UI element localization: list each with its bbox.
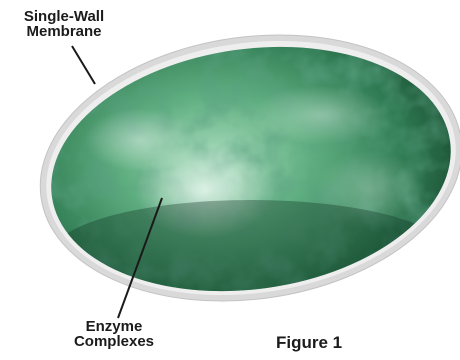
membrane-label: Single-Wall Membrane [0,9,128,39]
membrane-leader-line [72,46,95,84]
membrane-label-line-1: Single-Wall [0,9,128,24]
figure-caption: Figure 1 [276,333,342,353]
organelle-body [40,30,460,320]
enzyme-label: Enzyme Complexes [51,319,177,349]
enzyme-label-line-2: Complexes [51,334,177,349]
enzyme-label-line-1: Enzyme [51,319,177,334]
membrane-label-line-2: Membrane [0,24,128,39]
